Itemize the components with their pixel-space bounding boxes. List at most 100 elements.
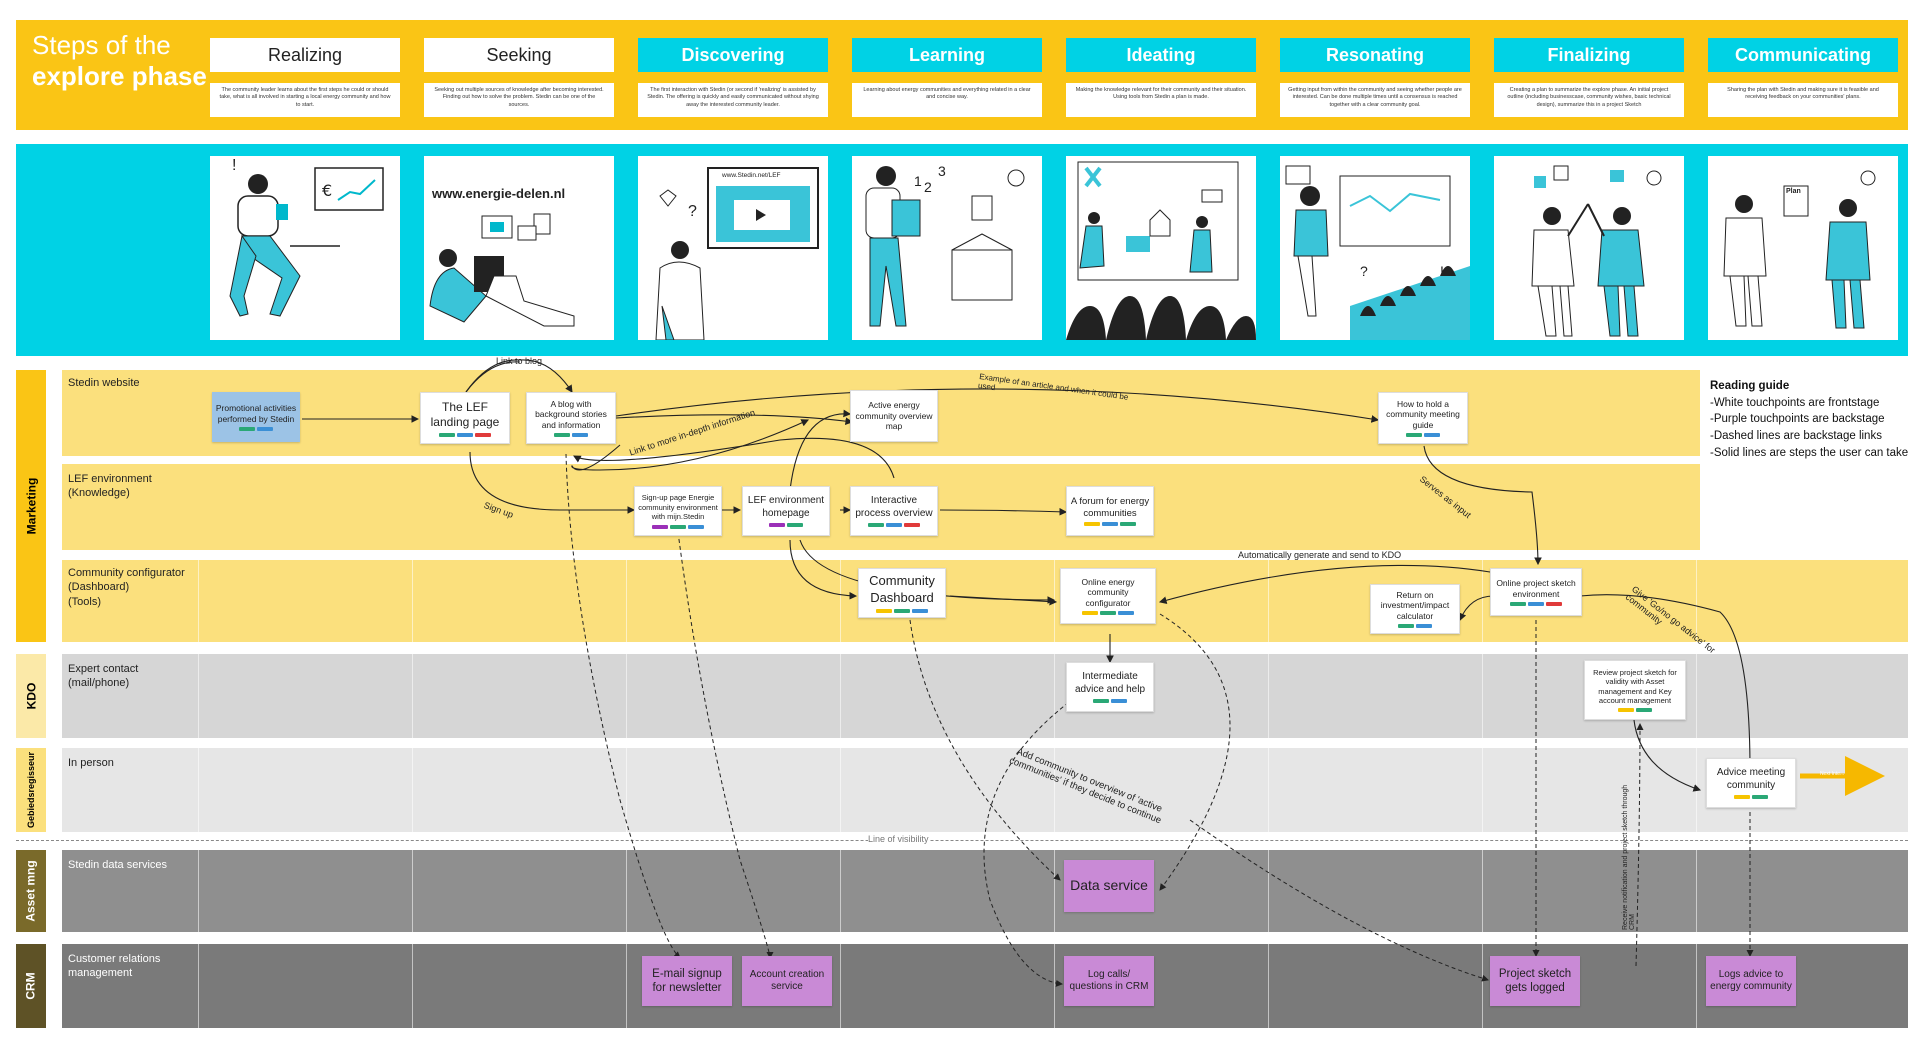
communicating-plan-text: Plan xyxy=(1786,188,1801,195)
column-divider xyxy=(1482,560,1483,1028)
card-roi-text: Return on investment/impact calculator xyxy=(1380,589,1450,621)
people-highfive-icon xyxy=(1531,165,1662,337)
card-lef-home[interactable]: LEF environment homepage xyxy=(742,486,830,536)
column-divider xyxy=(412,560,413,1028)
phase-finalizing-desc: Creating a plan to summarize the explore… xyxy=(1494,83,1684,117)
tab-gebiedsregisseur: Gebiedsregisseur xyxy=(16,748,46,832)
illustration-ideating xyxy=(1066,156,1256,340)
phase-communicating-title: Communicating xyxy=(1708,38,1898,72)
svg-text:€: € xyxy=(322,181,332,200)
illustration-communicating: Plan xyxy=(1708,156,1898,340)
column-divider xyxy=(1268,560,1269,1028)
connector-receive-notification: Receive notification and project sketch … xyxy=(1622,780,1636,930)
svg-text:?: ? xyxy=(688,203,697,220)
illustration-resonating: ? ! xyxy=(1280,156,1470,340)
card-meeting-guide-text: How to hold a community meeting guide xyxy=(1386,398,1460,430)
card-configurator[interactable]: Online energy community configurator xyxy=(1060,568,1156,624)
card-tags xyxy=(1618,708,1652,713)
tab-marketing: Marketing xyxy=(16,370,46,642)
reading-guide-line: -Purple touchpoints are backstage xyxy=(1710,413,1885,426)
card-intermediate[interactable]: Intermediate advice and help xyxy=(1066,662,1154,712)
card-tags xyxy=(1084,522,1136,527)
column-divider xyxy=(198,560,199,1028)
header-title-line1: Steps of the xyxy=(32,30,171,60)
card-data-service[interactable]: Data service xyxy=(1064,860,1154,912)
card-forum-text: A forum for energy communities xyxy=(1070,495,1150,519)
illustration-discovering: ? www.Stedin.net/LEF xyxy=(638,156,828,341)
card-meeting-guide[interactable]: How to hold a community meeting guide xyxy=(1378,392,1468,444)
card-forum[interactable]: A forum for energy communities xyxy=(1066,486,1154,536)
phase-learning-desc: Learning about energy communities and ev… xyxy=(852,83,1042,117)
card-tags xyxy=(1406,433,1440,438)
card-lef-home-text: LEF environment homepage xyxy=(747,495,825,519)
reading-guide-title: Reading guide xyxy=(1710,380,1790,392)
card-log-calls[interactable]: Log calls/ questions in CRM xyxy=(1064,956,1154,1006)
reading-guide-line: -Solid lines are steps the user can take xyxy=(1710,446,1909,459)
svg-text:!: ! xyxy=(232,157,236,174)
phase-finalizing-title: Finalizing xyxy=(1494,38,1684,72)
connector-auto-generate: Automatically generate and send to KDO xyxy=(1238,550,1402,560)
card-email-signup-text: E-mail signup for newsletter xyxy=(652,967,722,994)
card-account[interactable]: Account creation service xyxy=(742,956,832,1006)
card-lef-landing-text: The LEF landing page xyxy=(430,399,500,429)
lane-label-lef-environment: LEF environment (Knowledge) xyxy=(68,473,152,500)
header-title: Steps of the explore phase xyxy=(32,30,207,92)
card-tags xyxy=(1734,795,1768,799)
card-project-logged[interactable]: Project sketch gets logged xyxy=(1490,956,1580,1006)
phase-discovering-desc: The first interaction with Stedin (or se… xyxy=(638,83,828,117)
card-interactive[interactable]: Interactive process overview xyxy=(850,486,938,536)
connector-next-phase: Next Inte... xyxy=(1820,771,1845,777)
card-lef-landing[interactable]: The LEF landing page xyxy=(420,392,510,444)
card-blog[interactable]: A blog with background stories and infor… xyxy=(526,392,616,444)
card-tags xyxy=(1093,699,1127,703)
card-advice-meeting[interactable]: Advice meeting community xyxy=(1706,758,1796,808)
illustration-seeking: www.energie-delen.nl xyxy=(424,156,614,340)
card-tags xyxy=(1398,624,1432,629)
card-tags xyxy=(652,524,704,529)
card-tags xyxy=(769,523,803,527)
card-review[interactable]: Review project sketch for validity with … xyxy=(1584,660,1686,720)
svg-text:!: ! xyxy=(1440,263,1444,279)
card-tags xyxy=(876,608,928,613)
person-thinking-icon: € ! xyxy=(229,157,384,317)
card-tags xyxy=(239,427,273,432)
phase-communicating-desc: Sharing the plan with Stedin and making … xyxy=(1708,83,1898,117)
phase-realizing-desc: The community leader learns about the fi… xyxy=(210,83,400,117)
card-signup[interactable]: Sign-up page Energie community environme… xyxy=(634,486,722,536)
card-active-map[interactable]: Active energy community overview map xyxy=(850,390,938,442)
card-roi[interactable]: Return on investment/impact calculator xyxy=(1370,584,1460,634)
line-of-visibility-label: Line of visibility xyxy=(868,834,929,844)
svg-text:1: 1 xyxy=(914,173,922,189)
lane-stedin-data xyxy=(62,850,1908,932)
card-interactive-text: Interactive process overview xyxy=(855,495,933,519)
seeking-url-text: www.energie-delen.nl xyxy=(432,186,566,201)
reading-guide-line: -Dashed lines are backstage links xyxy=(1710,430,1882,443)
phase-ideating-desc: Making the knowledge relevant for their … xyxy=(1066,83,1256,117)
card-tags xyxy=(554,433,588,438)
card-promotional[interactable]: Promotional activities performed by Sted… xyxy=(212,392,300,442)
card-active-map-text: Active energy community overview map xyxy=(855,400,933,432)
card-logs-advice-text: Logs advice to energy community xyxy=(1710,968,1792,993)
card-signup-text: Sign-up page Energie community environme… xyxy=(638,493,718,522)
card-advice-meeting-text: Advice meeting community xyxy=(1716,767,1786,791)
column-divider xyxy=(626,560,627,1028)
people-plan-icon xyxy=(1723,170,1876,329)
people-board-icon xyxy=(1066,161,1256,340)
person-laptop-icon xyxy=(429,213,575,327)
card-review-text: Review project sketch for validity with … xyxy=(1593,667,1677,705)
card-logs-advice[interactable]: Logs advice to energy community xyxy=(1706,956,1796,1006)
card-email-signup[interactable]: E-mail signup for newsletter xyxy=(642,956,732,1006)
phase-resonating-title: Resonating xyxy=(1280,38,1470,72)
column-divider xyxy=(1054,560,1055,1028)
card-sketch-env[interactable]: Online project sketch environment xyxy=(1490,568,1582,616)
card-dashboard[interactable]: Community Dashboard xyxy=(858,568,946,618)
reading-guide: Reading guide -White touchpoints are fro… xyxy=(1710,378,1910,461)
lane-crm xyxy=(62,944,1908,1028)
lane-label-in-person: In person xyxy=(68,757,114,769)
column-divider xyxy=(1696,560,1697,1028)
column-divider xyxy=(840,560,841,1028)
card-configurator-text: Online energy community configurator xyxy=(1081,576,1135,608)
card-sketch-env-text: Online project sketch environment xyxy=(1496,577,1576,599)
tab-asset: Asset mng xyxy=(16,850,46,932)
connector-receive-notification-text: Receive notification and project sketch … xyxy=(1622,784,1636,930)
